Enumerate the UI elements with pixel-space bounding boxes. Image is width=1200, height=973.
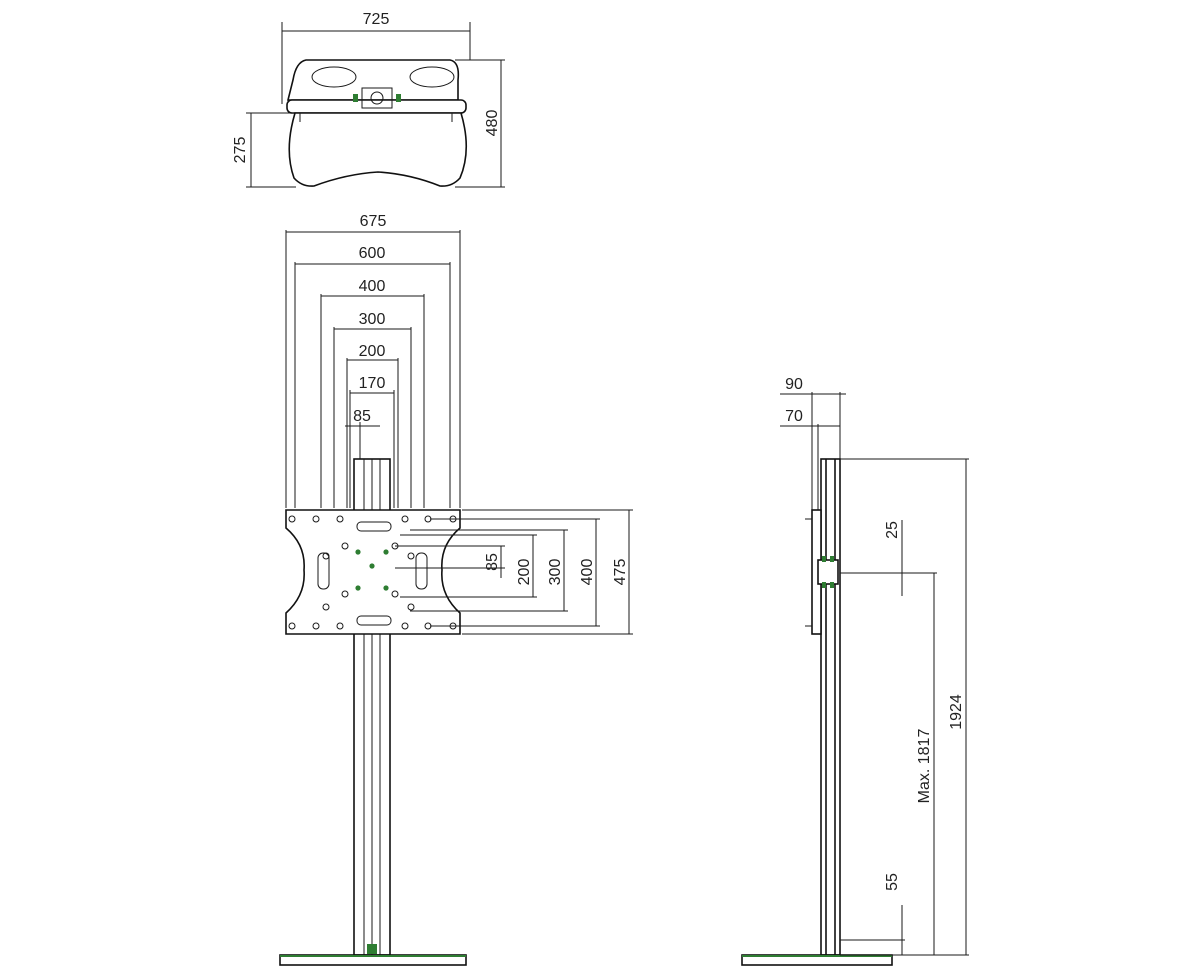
width-300-label: 300 — [359, 311, 386, 328]
top-center-mount — [361, 87, 393, 109]
height-400-label: 400 — [579, 559, 596, 586]
height-dimensions: 85 200 300 400 475 — [395, 509, 633, 635]
top-view: 725 480 275 — [232, 11, 505, 188]
width-dimensions: 675 600 400 300 200 170 85 — [285, 213, 461, 508]
depth-90-label: 90 — [785, 376, 803, 393]
vesa-plate-outline — [285, 509, 461, 635]
handle-slot-left — [311, 66, 357, 88]
max-height-label: Max. 1817 — [916, 729, 933, 804]
height-475-label: 475 — [612, 559, 629, 586]
column-side — [820, 458, 841, 956]
width-600-label: 600 — [359, 245, 386, 262]
base-plate-lower-outline — [288, 112, 468, 187]
width-85-label: 85 — [353, 408, 371, 425]
handle-slot-right — [409, 66, 455, 88]
top-inner-depth-label: 275 — [232, 137, 249, 164]
top-depth-label: 480 — [484, 110, 501, 137]
total-height-label: 1924 — [948, 694, 965, 730]
height-300-label: 300 — [547, 559, 564, 586]
side-view: 90 70 25 Max. 1817 1924 55 — [741, 376, 969, 966]
height-85-label: 85 — [484, 553, 501, 571]
height-200-label: 200 — [516, 559, 533, 586]
front-view: 675 600 400 300 200 170 85 — [279, 213, 633, 966]
vesa-plate — [285, 509, 461, 635]
width-400-label: 400 — [359, 278, 386, 295]
bracket-clamp — [817, 559, 839, 585]
width-170-label: 170 — [359, 375, 386, 392]
depth-70-label: 70 — [785, 408, 803, 425]
adjust-25-label: 25 — [884, 521, 901, 539]
base-offset-55-label: 55 — [884, 873, 901, 891]
width-675-label: 675 — [360, 213, 387, 230]
top-width-label: 725 — [363, 11, 390, 28]
width-200-label: 200 — [359, 343, 386, 360]
top-plate-rim — [286, 99, 467, 114]
